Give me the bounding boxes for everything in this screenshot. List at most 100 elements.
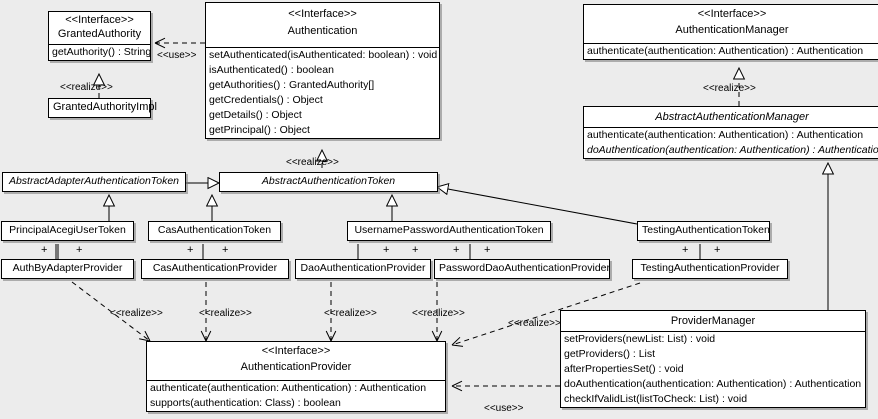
authentication-provider-operations: authenticate(authentication: Authenticat… — [147, 380, 445, 411]
label-realize-password-dao-authentication-provider: <<realize>> — [412, 308, 465, 319]
operation: doAuthentication(authentication: Authent… — [564, 378, 862, 390]
multiplicity-marker: + — [76, 244, 83, 256]
authentication-provider-name: AuthenticationProvider — [240, 361, 352, 373]
granted-authority-impl-name: GrantedAuthorityImpl — [53, 101, 157, 113]
abstract-authentication-manager-header: AbstractAuthenticationManager — [584, 107, 878, 127]
label-realize-dao-authentication-provider: <<realize>> — [324, 308, 377, 319]
cas-authentication-token-header: CasAuthenticationToken — [149, 222, 280, 240]
class-abstract-adapter-authentication-token[interactable]: AbstractAdapterAuthenticationToken — [2, 172, 186, 192]
cas-authentication-provider-header: CasAuthenticationProvider — [142, 260, 288, 278]
multiplicity-marker: + — [187, 244, 194, 256]
authentication-manager-stereotype: <<Interface>> — [697, 8, 767, 20]
operation: setAuthenticated(isAuthenticated: boolea… — [209, 49, 438, 61]
abstract-adapter-authentication-token-name: AbstractAdapterAuthenticationToken — [8, 175, 180, 187]
multiplicity-marker: + — [383, 244, 390, 256]
abstract-authentication-manager-name: AbstractAuthenticationManager — [655, 111, 809, 123]
operation: doAuthentication(authentication: Authent… — [587, 144, 878, 156]
username-password-authentication-token-name: UsernamePasswordAuthenticationToken — [354, 224, 544, 236]
testing-authentication-provider-header: TestingAuthenticationProvider — [633, 260, 787, 278]
class-granted-authority[interactable]: <<Interface>> GrantedAuthority getAuthor… — [48, 11, 151, 61]
abstract-authentication-manager-operations: authenticate(authentication: Authenticat… — [584, 127, 878, 158]
operation: getAuthority() : String — [52, 46, 150, 58]
operation: authenticate(authentication: Authenticat… — [587, 45, 864, 57]
operation: getPrincipal() : Object — [209, 124, 310, 136]
label-use-provider-manager-authentication-provider: <<use>> — [484, 403, 524, 414]
operation: getAuthorities() : GrantedAuthority[] — [209, 79, 375, 91]
dao-authentication-provider-header: DaoAuthenticationProvider — [296, 260, 430, 278]
label-use-authentication-granted-authority: <<use>> — [157, 50, 197, 61]
class-username-password-authentication-token[interactable]: UsernamePasswordAuthenticationToken — [347, 221, 551, 241]
granted-authority-name: GrantedAuthority — [57, 28, 142, 40]
authentication-operations: setAuthenticated(isAuthenticated: boolea… — [206, 47, 439, 138]
label-realize-auth-by-adapter-provider: <<realize>> — [110, 308, 163, 319]
authentication-manager-name: AuthenticationManager — [675, 24, 789, 36]
class-authentication-provider[interactable]: <<Interface>> AuthenticationProvider aut… — [146, 341, 446, 412]
testing-authentication-token-name: TestingAuthenticationToken — [642, 224, 770, 236]
operation: authenticate(authentication: Authenticat… — [150, 382, 427, 394]
username-password-authentication-token-header: UsernamePasswordAuthenticationToken — [348, 222, 550, 240]
authentication-manager-operations: authenticate(authentication: Authenticat… — [584, 43, 878, 59]
cas-authentication-provider-name: CasAuthenticationProvider — [152, 262, 278, 274]
class-provider-manager[interactable]: ProviderManager setProviders(newList: Li… — [560, 310, 866, 408]
authentication-header: <<Interface>> Authentication — [206, 3, 439, 47]
provider-manager-name: ProviderManager — [670, 315, 756, 327]
class-abstract-authentication-token[interactable]: AbstractAuthenticationToken — [219, 172, 438, 192]
operation: checkIfValidList(listToCheck: List) : vo… — [564, 393, 748, 405]
class-auth-by-adapter-provider[interactable]: AuthByAdapterProvider — [1, 259, 134, 279]
multiplicity-marker: + — [41, 244, 48, 256]
class-password-dao-authentication-provider[interactable]: PasswordDaoAuthenticationProvider — [434, 259, 610, 279]
multiplicity-marker: + — [412, 244, 419, 256]
class-testing-authentication-token[interactable]: TestingAuthenticationToken — [637, 221, 770, 241]
class-principal-acegi-user-token[interactable]: PrincipalAcegiUserToken — [1, 221, 134, 241]
granted-authority-impl-header: GrantedAuthorityImpl — [49, 99, 157, 117]
abstract-authentication-token-header: AbstractAuthenticationToken — [220, 173, 437, 191]
operation: getProviders() : List — [564, 348, 656, 360]
operation: getCredentials() : Object — [209, 94, 323, 106]
dao-authentication-provider-name: DaoAuthenticationProvider — [300, 262, 426, 274]
operation: setProviders(newList: List) : void — [564, 333, 716, 345]
operation: authenticate(authentication: Authenticat… — [587, 129, 864, 141]
class-testing-authentication-provider[interactable]: TestingAuthenticationProvider — [632, 259, 788, 279]
operation: getDetails() : Object — [209, 109, 302, 121]
label-realize-granted-authority-impl: <<realize>> — [60, 82, 113, 93]
provider-manager-header: ProviderManager — [561, 311, 865, 331]
testing-authentication-token-header: TestingAuthenticationToken — [638, 222, 770, 240]
auth-by-adapter-provider-name: AuthByAdapterProvider — [12, 262, 123, 274]
class-dao-authentication-provider[interactable]: DaoAuthenticationProvider — [295, 259, 431, 279]
abstract-authentication-token-name: AbstractAuthenticationToken — [261, 175, 396, 187]
principal-acegi-user-token-header: PrincipalAcegiUserToken — [2, 222, 133, 240]
authentication-stereotype: <<Interface>> — [288, 8, 357, 20]
operation: isAuthenticated() : boolean — [209, 64, 334, 76]
label-realize-cas-authentication-provider: <<realize>> — [199, 308, 252, 319]
password-dao-authentication-provider-header: PasswordDaoAuthenticationProvider — [435, 260, 611, 278]
authentication-name: Authentication — [287, 25, 358, 37]
class-cas-authentication-token[interactable]: CasAuthenticationToken — [148, 221, 281, 241]
granted-authority-header: <<Interface>> GrantedAuthority — [49, 12, 150, 44]
principal-acegi-user-token-name: PrincipalAcegiUserToken — [9, 224, 126, 236]
abstract-adapter-authentication-token-header: AbstractAdapterAuthenticationToken — [3, 173, 185, 191]
password-dao-authentication-provider-name: PasswordDaoAuthenticationProvider — [439, 262, 611, 274]
label-realize-abstract-authentication-manager: <<realize>> — [703, 83, 756, 94]
class-authentication-manager[interactable]: <<Interface>> AuthenticationManager auth… — [583, 4, 878, 60]
operation: supports(authentication: Class) : boolea… — [150, 397, 341, 409]
authentication-provider-header: <<Interface>> AuthenticationProvider — [147, 342, 445, 380]
class-cas-authentication-provider[interactable]: CasAuthenticationProvider — [141, 259, 289, 279]
label-realize-testing-authentication-provider: <<realize>> — [508, 318, 561, 329]
multiplicity-marker: + — [453, 244, 460, 256]
provider-manager-operations: setProviders(newList: List) : void getPr… — [561, 331, 865, 407]
authentication-provider-stereotype: <<Interface>> — [261, 345, 331, 357]
granted-authority-operations: getAuthority() : String — [49, 44, 150, 60]
multiplicity-marker: + — [682, 244, 689, 256]
multiplicity-marker: + — [484, 244, 491, 256]
multiplicity-marker: + — [222, 244, 229, 256]
label-realize-abstract-authentication-token: <<realize>> — [286, 157, 339, 168]
class-abstract-authentication-manager[interactable]: AbstractAuthenticationManager authentica… — [583, 106, 878, 159]
granted-authority-stereotype: <<Interface>> — [65, 14, 134, 26]
class-granted-authority-impl[interactable]: GrantedAuthorityImpl — [48, 98, 157, 118]
class-authentication[interactable]: <<Interface>> Authentication setAuthenti… — [205, 2, 440, 139]
authentication-manager-header: <<Interface>> AuthenticationManager — [584, 5, 878, 43]
auth-by-adapter-provider-header: AuthByAdapterProvider — [2, 260, 133, 278]
operation: afterPropertiesSet() : void — [564, 363, 684, 375]
cas-authentication-token-name: CasAuthenticationToken — [157, 224, 272, 236]
